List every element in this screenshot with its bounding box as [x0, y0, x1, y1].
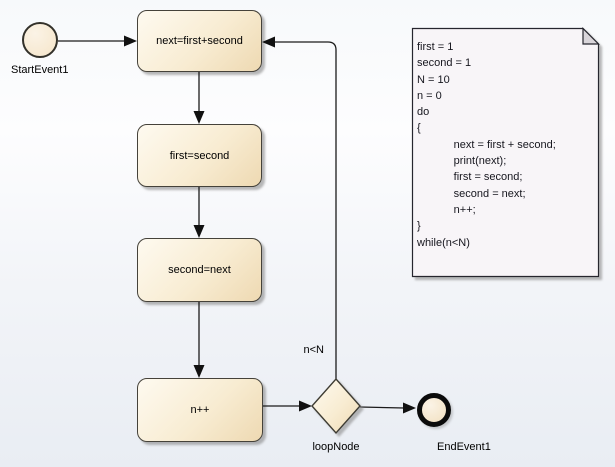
note-line: first = second;: [417, 171, 523, 184]
note-text-block: first = 1 second = 1 N = 10 n = 0 do { n…: [417, 39, 593, 251]
note-dogear-fold: [582, 27, 600, 45]
note-line: next = first + second;: [417, 138, 556, 151]
start-event-label: StartEvent1: [11, 64, 69, 76]
edge-start-to-next[interactable]: [58, 35, 137, 47]
loop-guard-label: n<N: [303, 344, 325, 356]
note-line: print(next);: [417, 155, 507, 168]
note-line: n++;: [417, 203, 476, 216]
decision-node-label: loopNode: [312, 441, 360, 453]
activity-node-second-next[interactable]: second=next: [137, 238, 262, 302]
edge-first-to-second[interactable]: [193, 187, 205, 238]
end-event-label: EndEvent1: [437, 441, 491, 453]
note-line: }: [417, 220, 421, 233]
note-line: second = next;: [417, 187, 526, 200]
activity-label: next=first+second: [156, 35, 243, 47]
note-line: N = 10: [417, 73, 450, 86]
edge-npp-to-loopnode[interactable]: [263, 400, 312, 412]
note-line: first = 1: [417, 41, 454, 53]
note-shape[interactable]: [411, 27, 600, 278]
activity-label: first=second: [169, 149, 230, 162]
edge-loopnode-to-end[interactable]: [359, 402, 416, 414]
end-event-node[interactable]: [417, 393, 451, 427]
edge-second-to-npp[interactable]: [193, 302, 205, 378]
activity-node-next-first-second[interactable]: next=first+second: [137, 10, 262, 72]
activity-node-first-second[interactable]: first=second: [137, 124, 262, 187]
activity-label: second=next: [168, 264, 231, 276]
note-line: {: [417, 122, 421, 135]
note-line: do: [417, 106, 430, 119]
note-line: while(n<N): [417, 236, 470, 249]
note-line: n = 0: [417, 89, 442, 102]
note-line: second = 1: [417, 57, 472, 70]
edge-next-to-first[interactable]: [193, 72, 205, 124]
decision-node[interactable]: [311, 377, 361, 435]
activity-node-npp[interactable]: n++: [137, 378, 263, 442]
start-event-node[interactable]: [22, 22, 58, 58]
activity-label: n++: [190, 404, 210, 416]
edge-loopnode-loopback[interactable]: [262, 36, 337, 380]
